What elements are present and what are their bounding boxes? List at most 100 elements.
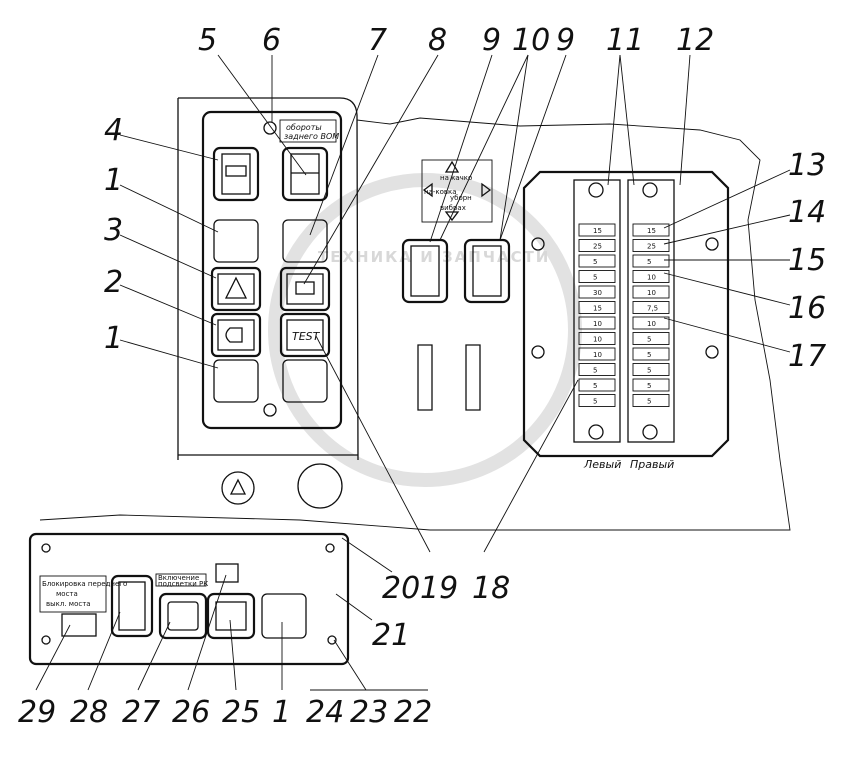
callout-9: 9 bbox=[556, 23, 575, 58]
fuse[interactable] bbox=[578, 347, 616, 361]
left-panel-frame bbox=[201, 110, 343, 430]
watermark: ТЕХНИКА И ЗАПЧАСТИ bbox=[268, 173, 582, 487]
button-27[interactable] bbox=[158, 592, 208, 640]
callout-1: 1 bbox=[104, 321, 123, 356]
bottom-switch-panel: Блокировка переднего моста выкл. моста В… bbox=[28, 532, 350, 666]
callout-28: 28 bbox=[70, 695, 108, 730]
fuse[interactable] bbox=[632, 254, 670, 268]
blank-plug bbox=[282, 219, 328, 263]
fuse[interactable] bbox=[632, 301, 670, 314]
bottom-panel-frame bbox=[28, 532, 350, 666]
fuse-rating: 5 bbox=[647, 398, 651, 406]
blank-plug bbox=[261, 593, 307, 639]
test-label: TEST bbox=[292, 330, 321, 343]
fuse-rating: 10 bbox=[647, 320, 656, 328]
console-outline bbox=[178, 97, 359, 461]
fuse[interactable] bbox=[578, 270, 616, 283]
fuse[interactable] bbox=[632, 363, 670, 376]
switch-9-right[interactable] bbox=[463, 238, 511, 304]
fuse[interactable] bbox=[578, 301, 616, 314]
fuse[interactable] bbox=[578, 378, 616, 392]
fuse[interactable] bbox=[632, 347, 670, 361]
fuse[interactable] bbox=[578, 316, 616, 330]
button-25[interactable] bbox=[206, 592, 256, 640]
pto-label-2: заднего ВОМ bbox=[284, 132, 339, 141]
fuse[interactable] bbox=[632, 270, 670, 283]
hazard-button[interactable] bbox=[210, 266, 262, 312]
screw bbox=[263, 121, 277, 135]
switch-4[interactable] bbox=[212, 146, 260, 202]
fuse-rating: 5 bbox=[593, 382, 597, 390]
fuse-rating: 10 bbox=[593, 336, 602, 344]
fuse[interactable] bbox=[632, 378, 670, 392]
callout-18: 18 bbox=[472, 571, 510, 606]
engine-icon bbox=[295, 281, 315, 295]
blank-plug bbox=[282, 359, 328, 403]
switch-28[interactable] bbox=[110, 574, 154, 638]
bottom-label-b2: подсветки РК bbox=[158, 580, 208, 588]
callout-5: 5 bbox=[198, 23, 217, 58]
fuse-rating: 30 bbox=[593, 289, 602, 297]
pto-label-1: обороты bbox=[286, 123, 322, 132]
callout-14: 14 bbox=[788, 195, 826, 230]
fuse-label-left: Левый bbox=[583, 458, 621, 471]
fuse-rating: 5 bbox=[647, 367, 651, 375]
fuse[interactable] bbox=[578, 254, 616, 268]
screw bbox=[263, 403, 277, 417]
cab-outline bbox=[356, 117, 791, 531]
fuse[interactable] bbox=[632, 223, 670, 237]
fuse[interactable] bbox=[578, 394, 616, 407]
callout-20: 20 bbox=[382, 571, 420, 606]
switch-9-left[interactable] bbox=[401, 238, 449, 304]
callout-23: 23 bbox=[350, 695, 388, 730]
fuse[interactable] bbox=[632, 285, 670, 299]
fuse-rating: 25 bbox=[593, 243, 602, 251]
fuse-rating: 5 bbox=[593, 398, 597, 406]
fuse-rating: 5 bbox=[593, 274, 597, 282]
fuse[interactable] bbox=[632, 239, 670, 252]
fuse[interactable] bbox=[578, 239, 616, 252]
callout-1: 1 bbox=[272, 695, 291, 730]
callout-26: 26 bbox=[172, 695, 210, 730]
fuse-rating: 5 bbox=[593, 258, 597, 266]
arrow-label-mid: на-ковка bbox=[424, 188, 457, 196]
left-switch-panel: обороты заднего ВОМ TEST bbox=[201, 110, 343, 430]
arrow-label-top: на качко bbox=[440, 174, 472, 182]
fuse[interactable] bbox=[632, 394, 670, 407]
callout-22: 22 bbox=[394, 695, 432, 730]
callout-25: 25 bbox=[222, 695, 260, 730]
fuse-rating: 5 bbox=[647, 382, 651, 390]
leader-lines bbox=[35, 54, 791, 691]
switch-5[interactable] bbox=[281, 146, 329, 202]
callout-11: 11 bbox=[606, 23, 644, 58]
fuse-rating: 5 bbox=[647, 351, 651, 359]
bottom-label-a1: Блокировка переднего bbox=[42, 580, 127, 588]
fuse-rating: 10 bbox=[593, 320, 602, 328]
lever-slot bbox=[465, 344, 481, 411]
fuse[interactable] bbox=[632, 332, 670, 345]
fuse-rating: 5 bbox=[647, 336, 651, 344]
callout-8: 8 bbox=[428, 23, 447, 58]
test-button[interactable] bbox=[279, 312, 331, 358]
fuse[interactable] bbox=[578, 332, 616, 345]
fuse-rating: 10 bbox=[593, 351, 602, 359]
callout-7: 7 bbox=[368, 23, 387, 58]
callout-numbers: 5 6 7 8 9 10 9 11 12 13 14 15 16 17 4 1 … bbox=[18, 23, 826, 730]
hazard-socket[interactable] bbox=[221, 471, 255, 505]
fuse-column-right bbox=[627, 179, 675, 443]
indicator-2[interactable] bbox=[210, 312, 262, 358]
headlight-icon bbox=[225, 327, 243, 343]
callout-24: 24 bbox=[306, 695, 344, 730]
arrow-label-left: уборн bbox=[450, 194, 472, 202]
indicator-29 bbox=[61, 613, 97, 637]
fuse[interactable] bbox=[578, 363, 616, 376]
fuse-column-left bbox=[573, 179, 621, 443]
fuse[interactable] bbox=[632, 316, 670, 330]
indicator-8[interactable] bbox=[279, 266, 331, 312]
fuse[interactable] bbox=[578, 223, 616, 237]
fuse[interactable] bbox=[578, 285, 616, 299]
fuse-rating: 25 bbox=[647, 243, 656, 251]
fuse-box-frame bbox=[522, 170, 730, 458]
hazard-icon bbox=[224, 276, 248, 299]
blank-plug bbox=[213, 219, 259, 263]
